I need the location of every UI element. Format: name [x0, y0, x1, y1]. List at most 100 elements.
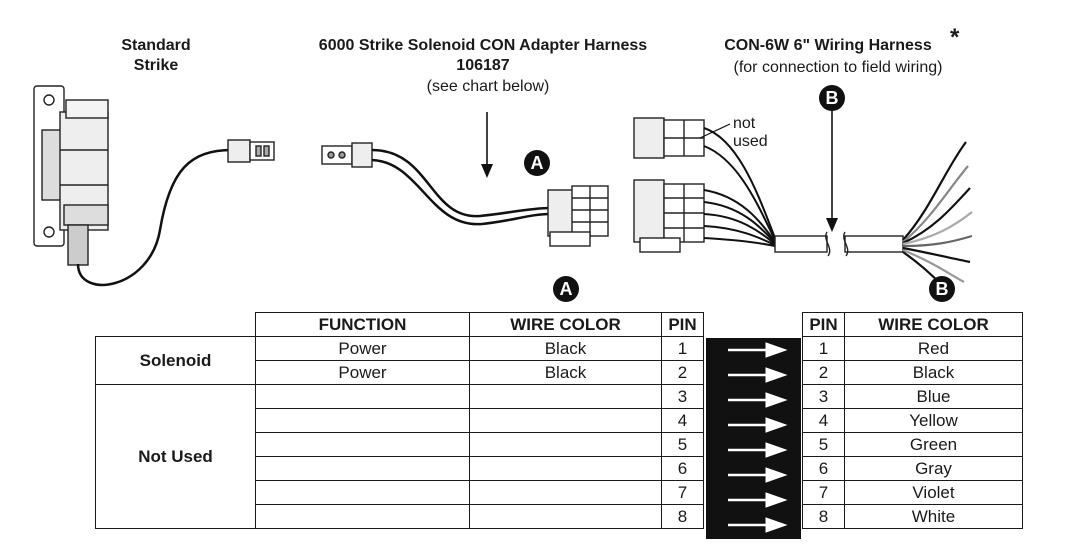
cell-pin: 6: [802, 456, 845, 481]
adapter-cable-2: [371, 158, 551, 226]
arrow-right-icon: [728, 517, 788, 533]
table-row: Solenoid Power Black 1: [95, 336, 704, 385]
field-cable-trunk: [774, 231, 904, 257]
header-spacer: [95, 312, 256, 337]
table-row: 8: [96, 504, 704, 529]
cell-wire-color: White: [844, 504, 1023, 529]
wire-bundle-illustration: [703, 127, 776, 247]
wiring-harness-note: (for connection to field wiring): [733, 59, 943, 76]
adapter-pin-table: FUNCTION WIRE COLOR PIN Solenoid Power B…: [95, 312, 704, 529]
cell-pin: 6: [661, 456, 704, 481]
field-table-header: PIN WIRE COLOR: [802, 312, 1023, 337]
table-row: 4: [96, 408, 704, 433]
arrow-right-icon: [728, 417, 788, 433]
cell-wire-color: Gray: [844, 456, 1023, 481]
cell-pin: 8: [661, 504, 704, 529]
unused-connector: [633, 117, 705, 159]
table-row: 7: [96, 480, 704, 505]
cell-wire-color: [469, 408, 662, 433]
header-wire-color: WIRE COLOR: [844, 312, 1023, 337]
cell-pin: 7: [661, 480, 704, 505]
strike-cable: [76, 148, 233, 287]
cell-wire-color: Black: [469, 336, 662, 361]
cell-pin: 7: [802, 480, 845, 505]
arrow-column-svg: [728, 342, 788, 533]
not-used-label-line1: not: [733, 115, 756, 132]
wiring-illustration: [33, 85, 973, 295]
cell-pin: 1: [661, 336, 704, 361]
cell-pin: 4: [802, 408, 845, 433]
badge-a-diagram: A: [524, 150, 550, 176]
badge-b-diagram: B: [819, 85, 845, 111]
cell-pin: 5: [802, 432, 845, 457]
cell-pin: 3: [661, 384, 704, 409]
group-solenoid: Solenoid: [95, 336, 256, 385]
cell-function: [255, 504, 470, 529]
wiring-harness-title: CON-6W 6" Wiring Harness: [724, 37, 932, 54]
header-pin: PIN: [802, 312, 845, 337]
cell-function: Power: [255, 336, 470, 361]
header-function: FUNCTION: [255, 312, 470, 337]
cell-pin: 8: [802, 504, 845, 529]
cell-pin: 3: [802, 384, 845, 409]
connector-illustration: [227, 139, 275, 163]
cell-wire-color: Violet: [844, 480, 1023, 505]
strike-title-line2: Strike: [133, 57, 179, 74]
cell-pin: 1: [802, 336, 845, 361]
cell-wire-color: [469, 432, 662, 457]
adapter-note: (see chart below): [426, 78, 550, 95]
cell-wire-color: Blue: [844, 384, 1023, 409]
cell-function: [255, 384, 470, 409]
chart-pointer-head: [481, 164, 493, 178]
arrow-right-icon: [728, 392, 788, 408]
cell-pin: 2: [802, 360, 845, 385]
arrow-right-icon: [728, 367, 788, 383]
arrow-right-icon: [728, 342, 788, 358]
adapter-table-header: FUNCTION WIRE COLOR PIN: [95, 312, 704, 337]
table-row: 5: [96, 432, 704, 457]
wiring-asterisk: *: [950, 24, 960, 51]
adapter-plug: [321, 142, 373, 168]
field-wire-fan: [902, 141, 973, 295]
cell-pin: 5: [661, 432, 704, 457]
adapter-8pin-connector: [547, 185, 609, 247]
arrow-right-icon: [728, 442, 788, 458]
cell-function: Power: [255, 360, 470, 385]
cell-wire-color: [469, 384, 662, 409]
table-row: 6: [96, 456, 704, 481]
cell-pin: 2: [661, 360, 704, 385]
cell-pin: 4: [661, 408, 704, 433]
cell-wire-color: [469, 480, 662, 505]
cell-wire-color: Red: [844, 336, 1023, 361]
cell-wire-color: Black: [844, 360, 1023, 385]
strike-illustration: [33, 85, 109, 266]
header-pin: PIN: [661, 312, 704, 337]
cell-function: [255, 432, 470, 457]
not-used-label-line2: used: [733, 133, 768, 150]
group-not-used: Not Used: [95, 384, 256, 529]
cell-function: [255, 480, 470, 505]
cell-function: [255, 456, 470, 481]
field-8pin-connector: [633, 179, 705, 253]
not-used-leader: [699, 123, 731, 139]
cell-wire-color: Yellow: [844, 408, 1023, 433]
b-pointer-head: [826, 218, 838, 232]
header-wire-color: WIRE COLOR: [469, 312, 662, 337]
cell-function: [255, 408, 470, 433]
cell-wire-color: [469, 504, 662, 529]
adapter-cable-1: [371, 148, 551, 218]
cell-wire-color: [469, 456, 662, 481]
table-row: Not Used 3: [95, 384, 704, 529]
arrow-right-icon: [728, 492, 788, 508]
cell-wire-color: Green: [844, 432, 1023, 457]
adapter-title: 6000 Strike Solenoid CON Adapter Harness: [318, 37, 648, 54]
